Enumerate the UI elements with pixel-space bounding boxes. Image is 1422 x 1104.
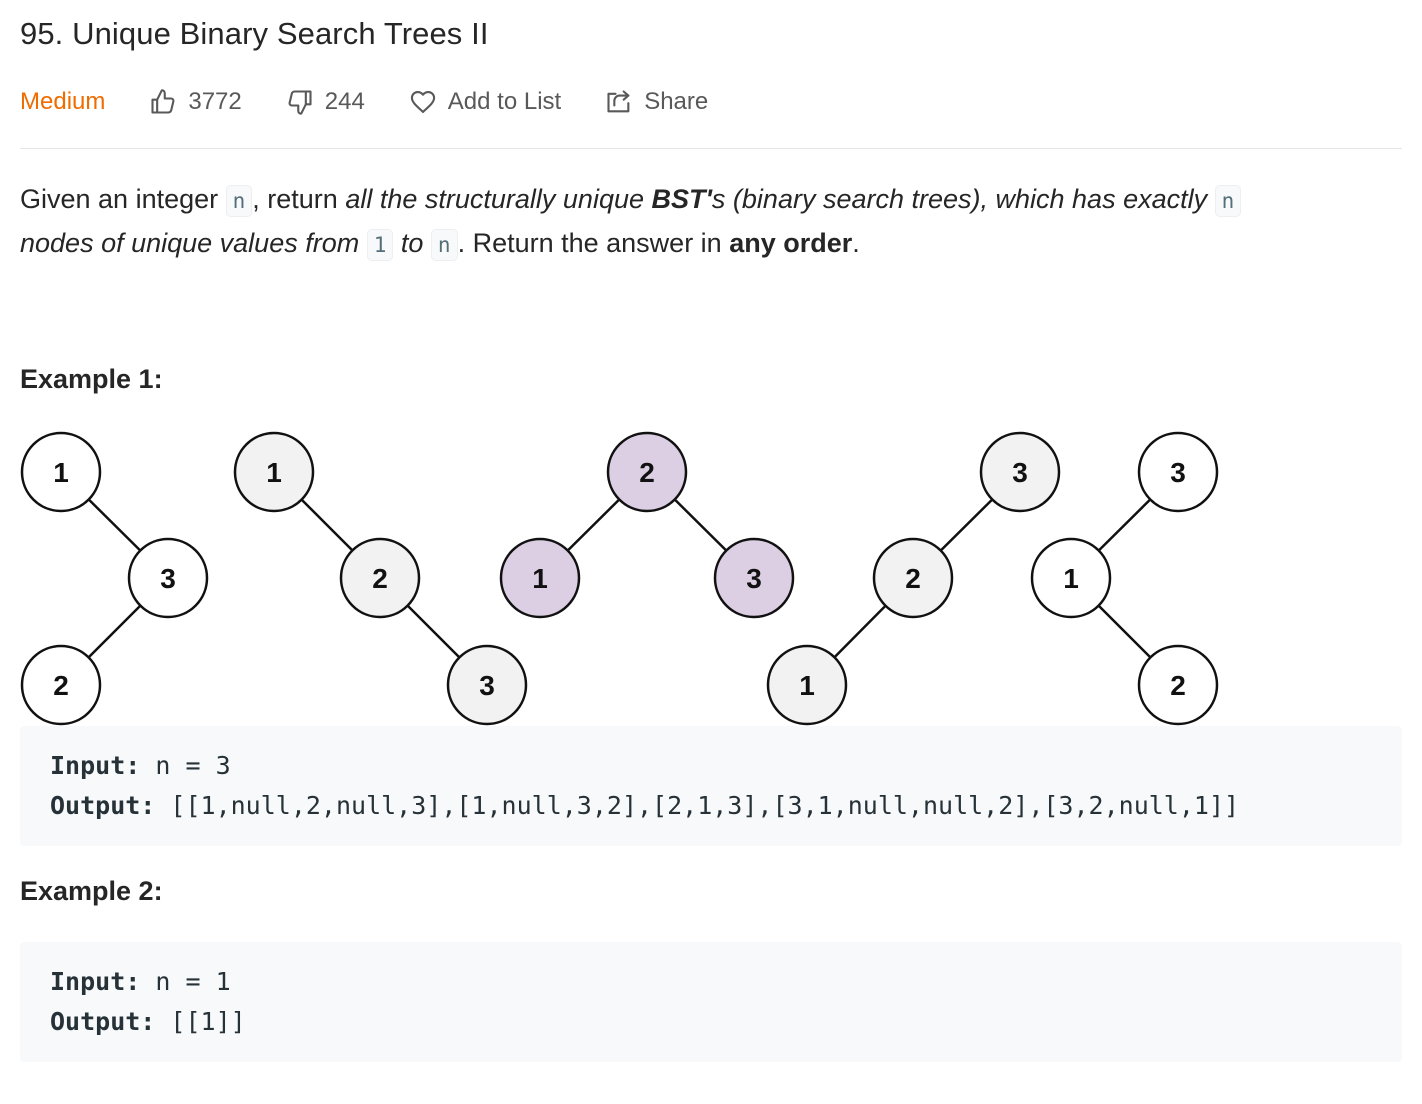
like-button[interactable]: 3772 xyxy=(149,88,242,116)
share-icon xyxy=(607,90,630,113)
inline-code: n xyxy=(430,229,458,261)
tree-node-label: 2 xyxy=(1170,670,1186,701)
dislike-count: 244 xyxy=(324,88,365,115)
tree-node xyxy=(606,431,688,513)
description-emphasis: nodes of unique values from xyxy=(20,228,367,258)
example-2-block: Input: n = 1 Output: [[1]] xyxy=(20,942,1402,1062)
inline-code: n xyxy=(225,185,253,217)
description-emphasis: to xyxy=(393,228,431,258)
thumbs-up-icon xyxy=(151,89,175,114)
tree-node xyxy=(713,537,795,619)
input-value: n = 1 xyxy=(140,967,231,996)
description-text: Given an integer xyxy=(20,184,226,214)
tree-node xyxy=(20,644,102,726)
description-text: . xyxy=(852,228,860,258)
output-label: Output: xyxy=(50,791,156,820)
tree-node-label: 3 xyxy=(1170,457,1186,488)
bst-diagram: 1 3 2 1 2 3 2 1 3 3 2 1 3 1 2 xyxy=(20,431,1219,726)
problem-description: Given an integer n, return all the struc… xyxy=(20,178,1402,266)
inline-code: n xyxy=(1214,185,1242,217)
tree-node-label: 3 xyxy=(746,563,762,594)
tree-node-label: 2 xyxy=(372,563,388,594)
description-strong: any order xyxy=(729,228,853,258)
share-label: Share xyxy=(644,88,709,115)
tree-node xyxy=(1137,431,1219,513)
description-text: , return xyxy=(252,184,346,214)
tree-node-label: 3 xyxy=(160,563,176,594)
example-2-title: Example 2: xyxy=(20,876,163,906)
like-count: 3772 xyxy=(188,88,242,115)
example-1-block: Input: n = 3 Output: [[1,null,2,null,3],… xyxy=(20,726,1402,846)
tree-node-label: 2 xyxy=(53,670,69,701)
example-2-input: Input: n = 1 xyxy=(50,962,231,1002)
inline-code: 1 xyxy=(366,229,394,261)
tree-node-label: 1 xyxy=(799,670,815,701)
example-1-input: Input: n = 3 xyxy=(50,746,231,786)
tree-node xyxy=(339,537,421,619)
tree-node xyxy=(979,431,1061,513)
add-to-list-button[interactable]: Add to List xyxy=(409,88,561,116)
input-label: Input: xyxy=(50,751,141,780)
thumbs-down-icon xyxy=(288,90,312,115)
bst-tree: 3 2 1 xyxy=(766,431,1061,726)
example-1-title: Example 1: xyxy=(20,364,163,394)
dislike-button[interactable]: 244 xyxy=(286,88,365,116)
bst-tree: 1 2 3 xyxy=(233,431,528,726)
add-to-list-label: Add to List xyxy=(447,88,562,115)
output-label: Output: xyxy=(50,1007,156,1036)
example-2-output: Output: [[1]] xyxy=(50,1002,246,1042)
tree-node xyxy=(1137,644,1219,726)
tree-node-label: 1 xyxy=(53,457,69,488)
difficulty-badge: Medium xyxy=(20,88,106,115)
tree-node-label: 1 xyxy=(532,563,548,594)
page-title: 95. Unique Binary Search Trees II xyxy=(20,16,489,51)
tree-node xyxy=(446,644,528,726)
bst-tree: 3 1 2 xyxy=(1030,431,1219,726)
tree-node-label: 3 xyxy=(479,670,495,701)
bst-tree: 2 1 3 xyxy=(499,431,795,619)
tree-node xyxy=(233,431,315,513)
input-value: n = 3 xyxy=(140,751,231,780)
tree-node-label: 1 xyxy=(1063,563,1079,594)
description-emphasis: s (binary search trees), which has exact… xyxy=(711,184,1215,214)
tree-node xyxy=(1030,537,1112,619)
share-button[interactable]: Share xyxy=(605,88,708,116)
bst-tree: 1 3 2 xyxy=(20,431,209,726)
tree-node xyxy=(20,431,102,513)
tree-node xyxy=(127,537,209,619)
divider xyxy=(20,148,1402,149)
tree-node xyxy=(872,537,954,619)
input-label: Input: xyxy=(50,967,141,996)
output-value: [[1]] xyxy=(155,1007,246,1036)
tree-node xyxy=(499,537,581,619)
description-text: . Return the answer in xyxy=(457,228,730,258)
output-value: [[1,null,2,null,3],[1,null,3,2],[2,1,3],… xyxy=(155,791,1240,820)
tree-node-label: 2 xyxy=(639,457,655,488)
description-emphasis: all the structurally unique xyxy=(345,184,652,214)
tree-node-label: 2 xyxy=(905,563,921,594)
problem-meta-bar: Medium 3772 244 Add to List xyxy=(20,84,752,120)
tree-node-label: 1 xyxy=(266,457,282,488)
tree-node xyxy=(766,644,848,726)
tree-node-label: 3 xyxy=(1012,457,1028,488)
description-strong: BST' xyxy=(651,184,712,214)
heart-icon xyxy=(410,91,435,113)
example-1-output: Output: [[1,null,2,null,3],[1,null,3,2],… xyxy=(50,786,1239,826)
